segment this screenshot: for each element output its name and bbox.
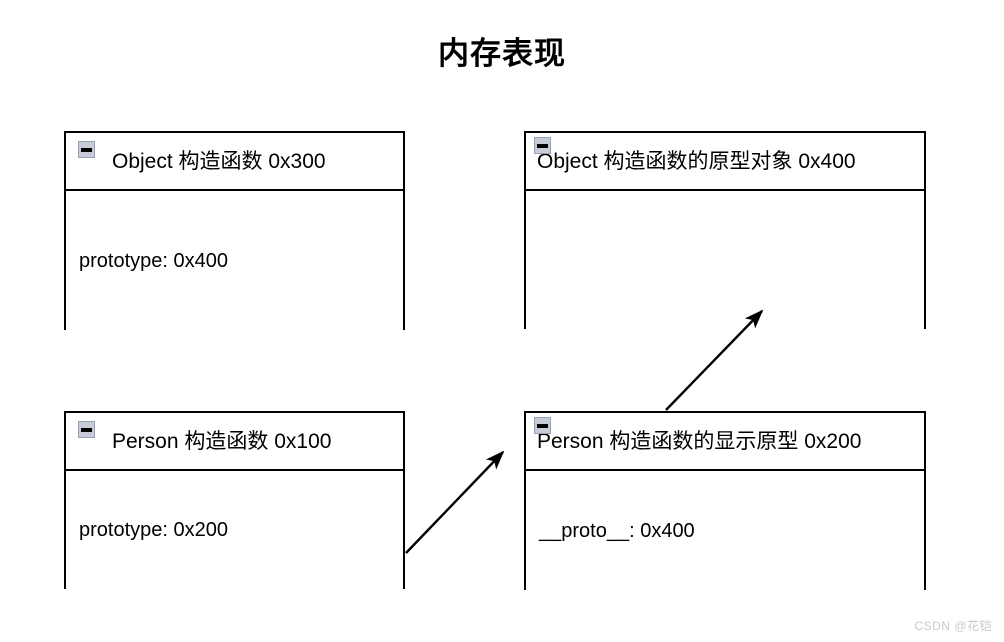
- watermark: CSDN @花铠: [914, 619, 992, 633]
- box-header-label: Person 构造函数 0x100: [112, 429, 332, 453]
- box-body: __proto__: 0x400: [526, 471, 924, 590]
- box-object-prototype-object[interactable]: Object 构造函数的原型对象 0x400: [524, 131, 926, 329]
- box-header: Person 构造函数的显示原型 0x200: [526, 413, 924, 471]
- box-object-constructor[interactable]: Object 构造函数 0x300 prototype: 0x400: [64, 131, 405, 330]
- box-body-label: prototype: 0x400: [79, 249, 228, 272]
- collapse-minus-icon[interactable]: [78, 141, 95, 158]
- arrow-person-constructor-to-person-prototype: [405, 450, 505, 554]
- box-body: [526, 191, 924, 329]
- collapse-minus-icon[interactable]: [534, 137, 551, 154]
- box-person-explicit-prototype[interactable]: Person 构造函数的显示原型 0x200 __proto__: 0x400: [524, 411, 926, 590]
- page-title: 内存表现: [438, 36, 566, 71]
- box-person-constructor[interactable]: Person 构造函数 0x100 prototype: 0x200: [64, 411, 405, 589]
- collapse-minus-icon[interactable]: [78, 421, 95, 438]
- box-header: Object 构造函数的原型对象 0x400: [526, 133, 924, 191]
- box-header-label: Person 构造函数的显示原型 0x200: [537, 429, 862, 453]
- box-body-label: __proto__: 0x400: [539, 519, 695, 542]
- box-header: Object 构造函数 0x300: [66, 133, 403, 191]
- box-header-label: Object 构造函数的原型对象 0x400: [537, 149, 856, 173]
- box-header: Person 构造函数 0x100: [66, 413, 403, 471]
- box-body: prototype: 0x200: [66, 471, 403, 589]
- box-body-label: prototype: 0x200: [79, 519, 228, 541]
- collapse-minus-icon[interactable]: [534, 417, 551, 434]
- box-header-label: Object 构造函数 0x300: [112, 149, 326, 173]
- box-body: prototype: 0x400: [66, 191, 403, 330]
